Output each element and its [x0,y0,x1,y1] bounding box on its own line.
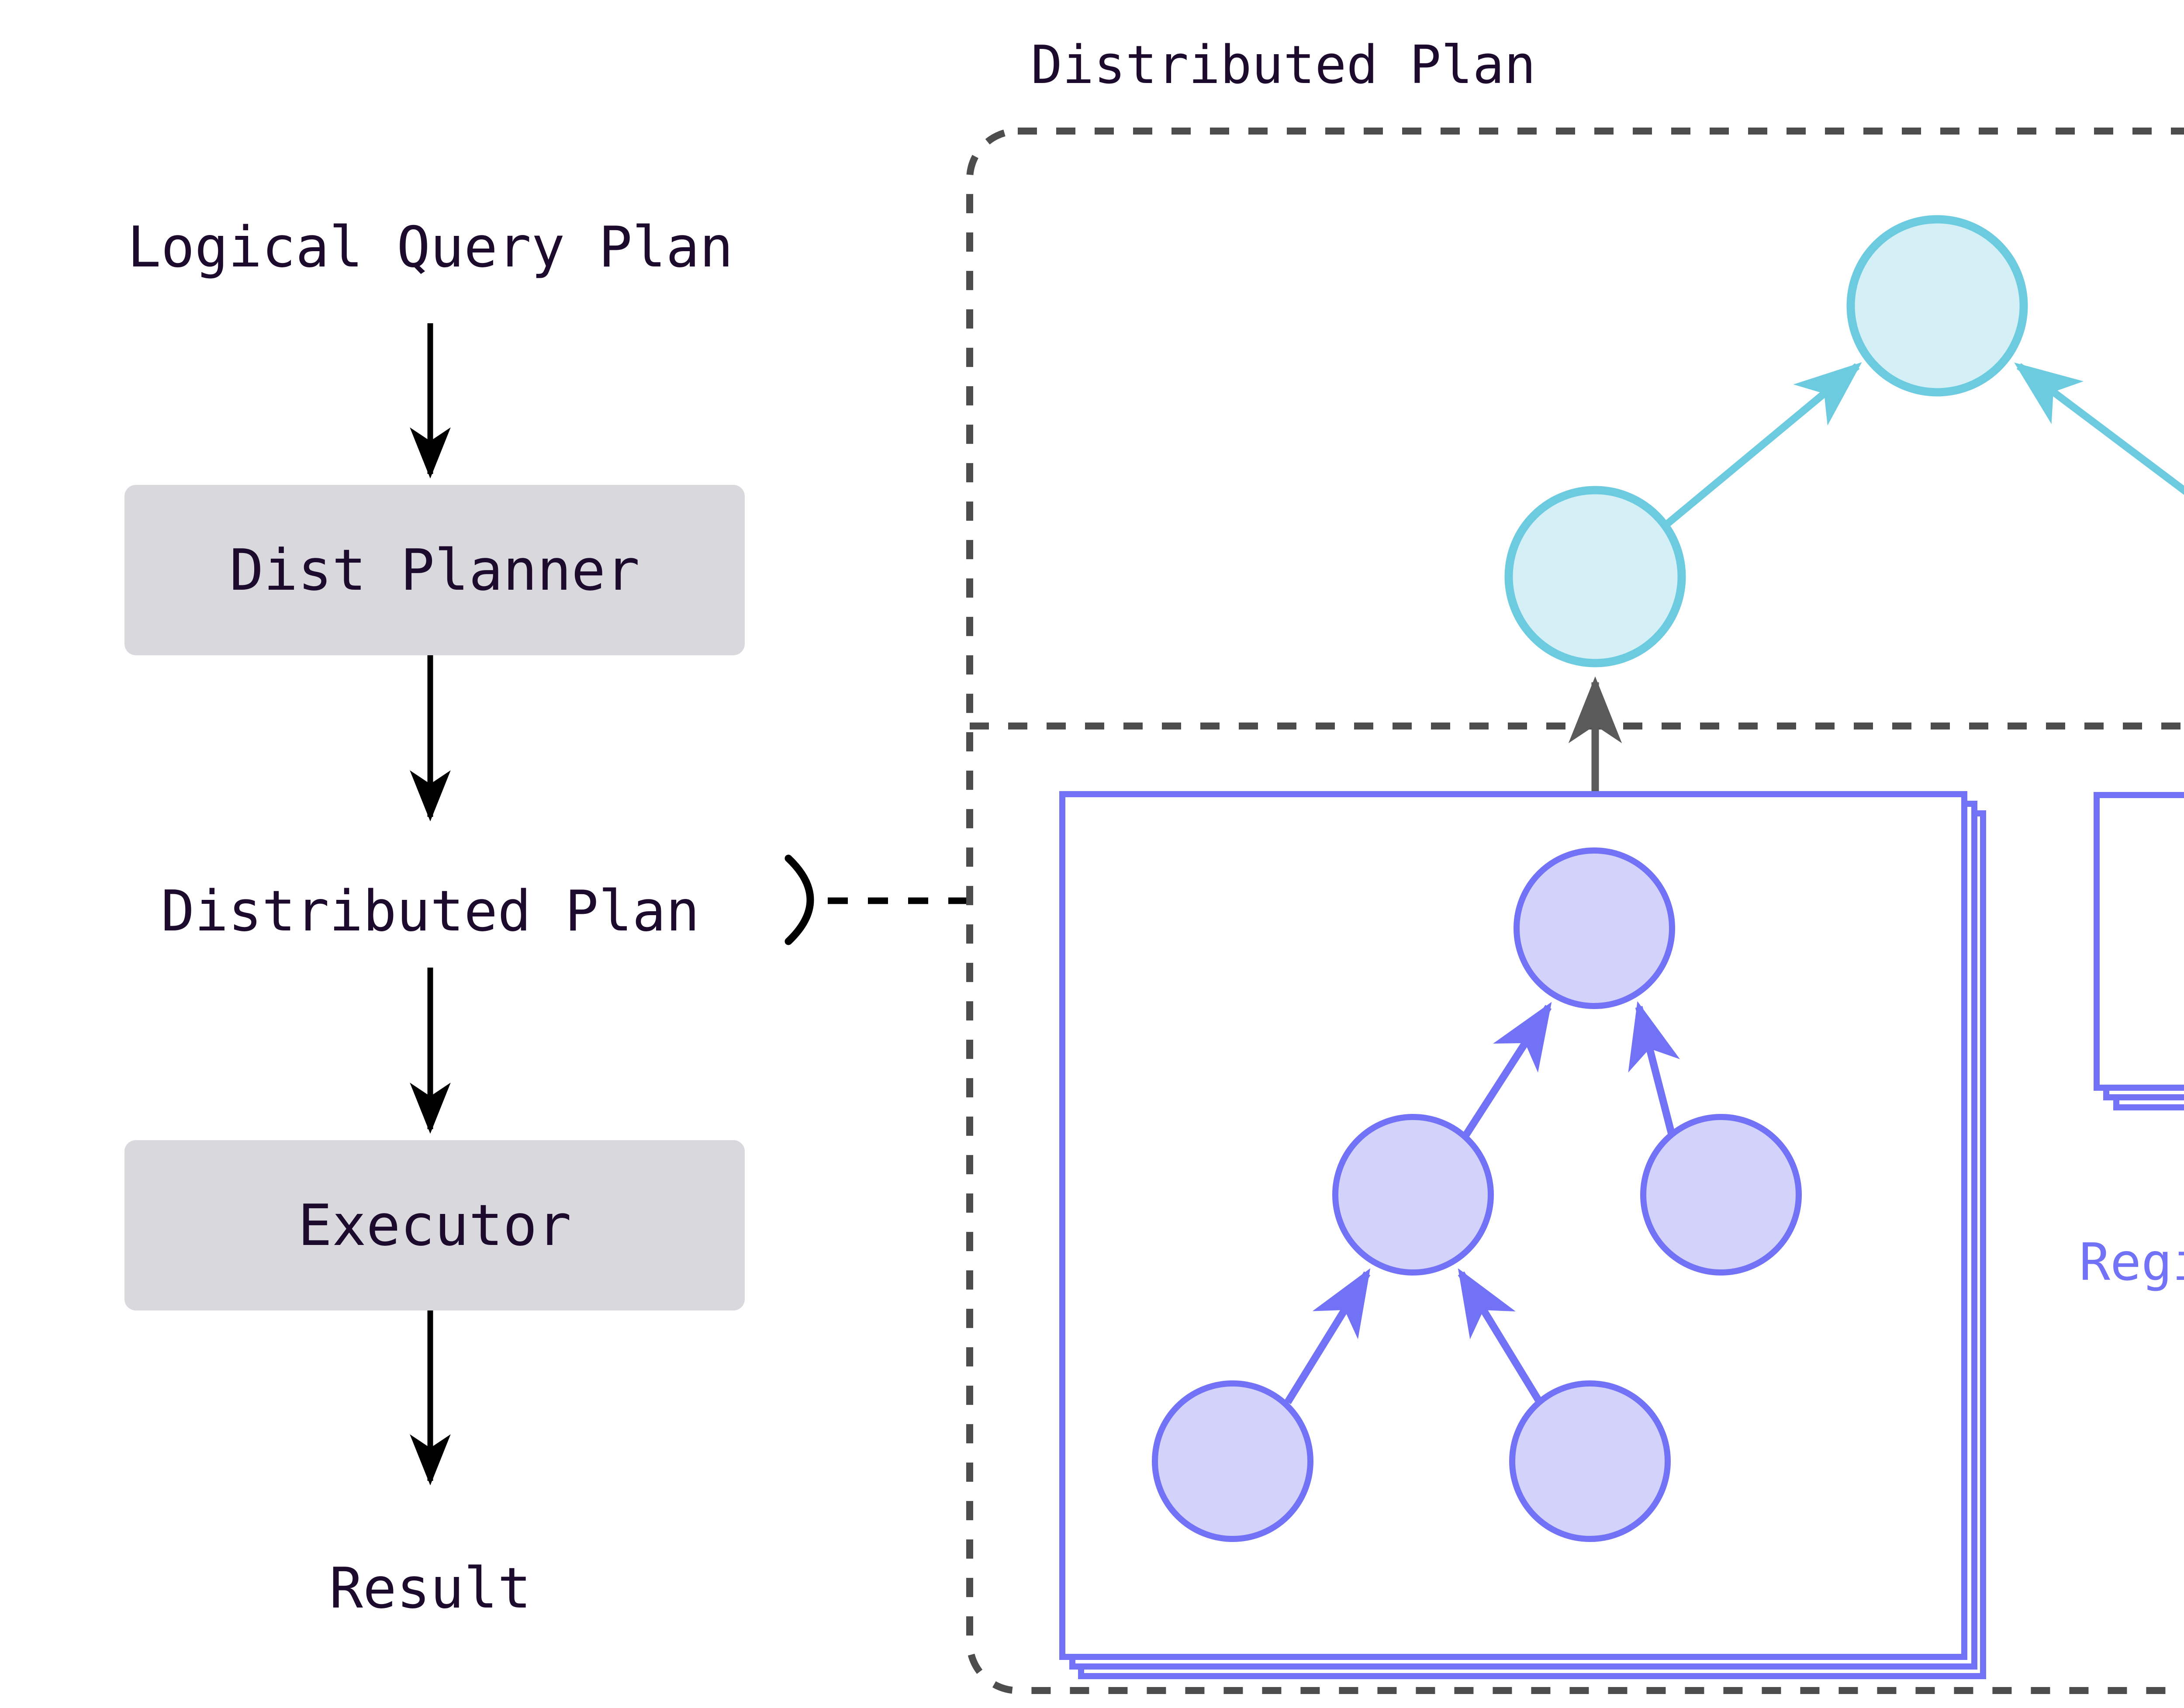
logical-query-plan-label: Logical Query Plan [127,215,733,280]
regions-label: Regions [2079,1232,2184,1292]
right-region-sheet-front[interactable] [2094,792,2184,1091]
result-label: Result [329,1556,531,1621]
edge-dn-mid-l-to-root [1462,1002,1552,1138]
datanode-node-leaf-right[interactable] [1509,1380,1671,1542]
distributed-plan-panel-title: Distributed Plan [1031,35,1536,96]
distributed-plan-label: Distributed Plan [161,879,700,944]
brace-connector [784,854,814,945]
dist-planner-label: Dist Planner [229,537,639,603]
datanode-node-leaf-left[interactable] [1152,1380,1313,1542]
datanode-node-root[interactable] [1514,847,1675,1009]
executor-box[interactable] [124,1140,745,1310]
distributed-plan-panel-border [966,128,2184,1694]
executor-label: Executor [298,1192,571,1259]
dist-planner-box[interactable] [124,485,745,655]
edge-dn-mid-r-to-root [1628,1001,1680,1137]
frontend-node-left[interactable] [1504,486,1686,667]
edge-dn-leaf-l-to-mid-l [1284,1268,1371,1404]
datanode-node-mid-right[interactable] [1640,1114,1802,1276]
edge-fe-right-to-root [2014,362,2184,495]
edge-dn-leaf-r-to-mid-l [1458,1268,1543,1404]
datanode-node-mid-left[interactable] [1332,1114,1494,1276]
frontend-node-root[interactable] [1846,215,2028,397]
edge-fe-left-to-root [1662,362,1862,529]
